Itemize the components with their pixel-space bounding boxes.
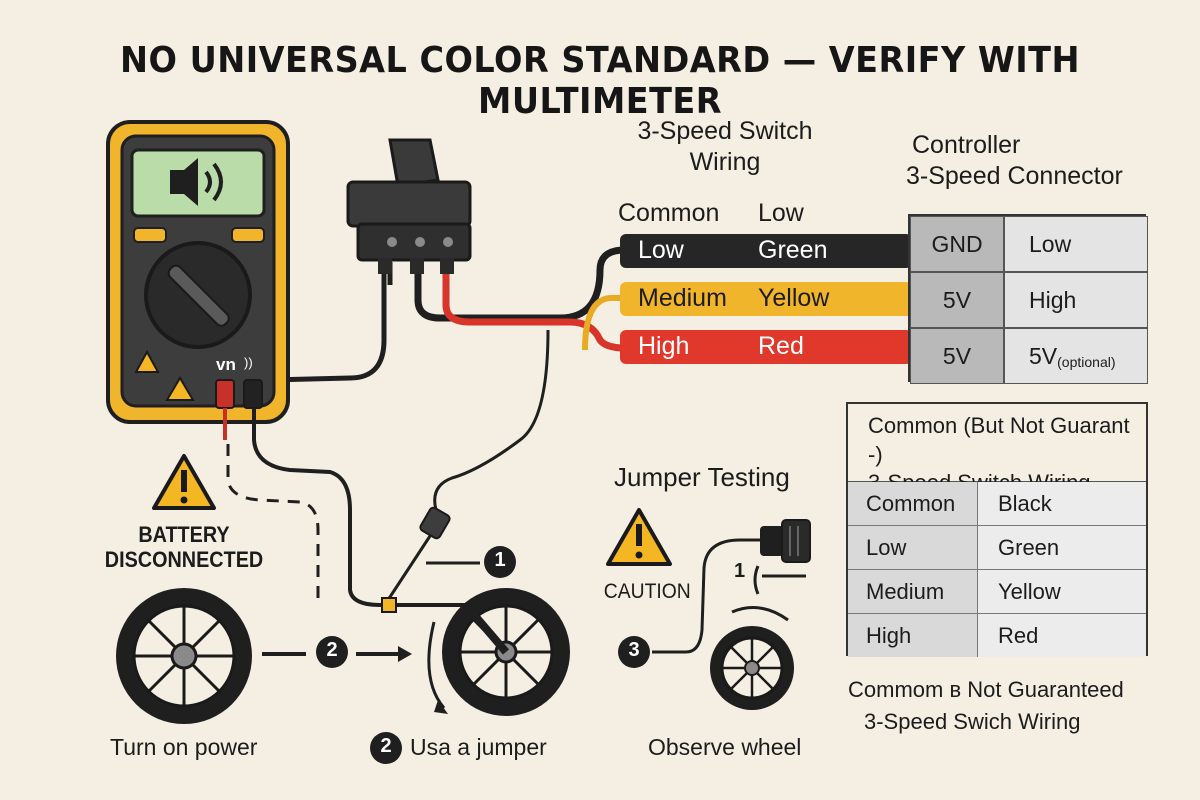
controller-heading-line1: Controller	[912, 131, 1021, 159]
page-title: NO UNIVERSAL COLOR STANDARD — VERIFY WIT…	[120, 40, 1080, 122]
row-color: Red	[978, 614, 1146, 657]
dashed-lead	[226, 444, 320, 600]
row-color: Yellow	[978, 570, 1146, 613]
band-high	[620, 330, 912, 364]
common-table-heading-line1: Common (But Not Guarant -)	[868, 413, 1130, 467]
wheel-icon	[710, 626, 794, 710]
connector-value: High	[1004, 272, 1148, 328]
column-header-low: Low	[758, 199, 804, 227]
row-color: Green	[978, 526, 1146, 569]
band-low	[620, 234, 912, 268]
caption-observe-wheel: Observe wheel	[648, 734, 802, 760]
switch-heading-line2: Wiring	[689, 148, 761, 177]
probe-label: vn	[216, 355, 236, 374]
battery-warning-line1: BATTERY	[138, 522, 230, 547]
wheel-icon	[116, 588, 252, 724]
common-wiring-table: Common (But Not Guarant -) 3-Speed Switc…	[846, 402, 1148, 657]
footnote-line1: Commom в Not Guaranteed	[848, 677, 1124, 702]
common-table-heading: Common (But Not Guarant -) 3-Speed Switc…	[848, 404, 1146, 495]
jumper-testing-heading: Jumper Testing	[614, 462, 790, 492]
table-row: Medium Yellow	[848, 570, 1146, 614]
wheel-icon	[442, 588, 570, 716]
step-marker-2-bottom: 2	[380, 735, 392, 757]
switch-icon	[346, 138, 472, 274]
wire-high-right: Red	[758, 332, 804, 360]
caution-label: CAUTION	[603, 580, 691, 603]
switch-common-wire	[269, 262, 387, 383]
wire-medium-right: Yellow	[758, 284, 830, 312]
row-color: Black	[978, 482, 1146, 525]
battery-warning: BATTERY DISCONNECTED	[94, 522, 274, 573]
step-marker-1: 1	[494, 549, 506, 571]
yellow-wire-path	[582, 295, 625, 351]
connector-pin: 5V	[910, 272, 1004, 328]
table-row: Low Green	[848, 526, 1146, 570]
sound-wave-icon: ))	[244, 355, 253, 370]
step-marker-3: 3	[628, 639, 640, 661]
probe-1	[381, 506, 451, 613]
connector-pin: 5V	[910, 328, 1004, 384]
table-row: High Red	[848, 614, 1146, 657]
black-probe-lead	[252, 408, 476, 607]
row-function: High	[848, 614, 978, 657]
warning-icon	[134, 349, 195, 401]
connector-value: Low	[1004, 216, 1148, 272]
column-header-common: Common	[618, 199, 720, 227]
rotation-arrow	[427, 621, 446, 709]
warning-icon	[152, 454, 216, 510]
caption-turn-on-power: Turn on power	[110, 734, 258, 760]
table-row: Common Black	[848, 482, 1146, 526]
warning-icon	[606, 508, 672, 566]
battery-warning-line2: DISCONNECTED	[104, 547, 264, 573]
row-function: Common	[848, 482, 978, 525]
connector-pin: GND	[910, 216, 1004, 272]
wire-medium-left: Medium	[638, 284, 727, 312]
controller-heading: Controller 3-Speed Connector	[900, 130, 1160, 193]
connector-value-text: 5V	[1029, 342, 1058, 369]
row-function: Low	[848, 526, 978, 569]
controller-heading-line2: 3-Speed Connector	[906, 162, 1123, 191]
footnote: Commom в Not Guaranteed 3-Speed Swich Wi…	[848, 674, 1124, 738]
caption-use-jumper: Usa a jumper	[410, 734, 547, 760]
speaker-icon	[170, 158, 223, 206]
switch-to-probe-wire	[433, 329, 550, 511]
black-wire	[414, 246, 626, 322]
connector-value-note: (optional)	[1057, 354, 1116, 370]
row-function: Medium	[848, 570, 978, 613]
step-marker-2: 2	[326, 639, 338, 661]
band-medium	[620, 282, 912, 316]
connector-icon	[760, 519, 811, 563]
connector-value: 5V (optional)	[1004, 328, 1148, 384]
wire-high-left: High	[638, 332, 690, 360]
switch-heading: 3-Speed Switch Wiring	[600, 116, 850, 179]
switch-heading-line1: 3-Speed Switch	[637, 117, 813, 145]
wire-low-left: Low	[638, 236, 684, 264]
footnote-line2: 3-Speed Swich Wiring	[864, 708, 1081, 734]
connector-table: GND Low 5V High 5V 5V (optional)	[908, 214, 1148, 384]
multimeter	[106, 120, 290, 424]
jumper-tick-label: 1	[734, 560, 746, 582]
wire-low-right: Green	[758, 236, 828, 264]
